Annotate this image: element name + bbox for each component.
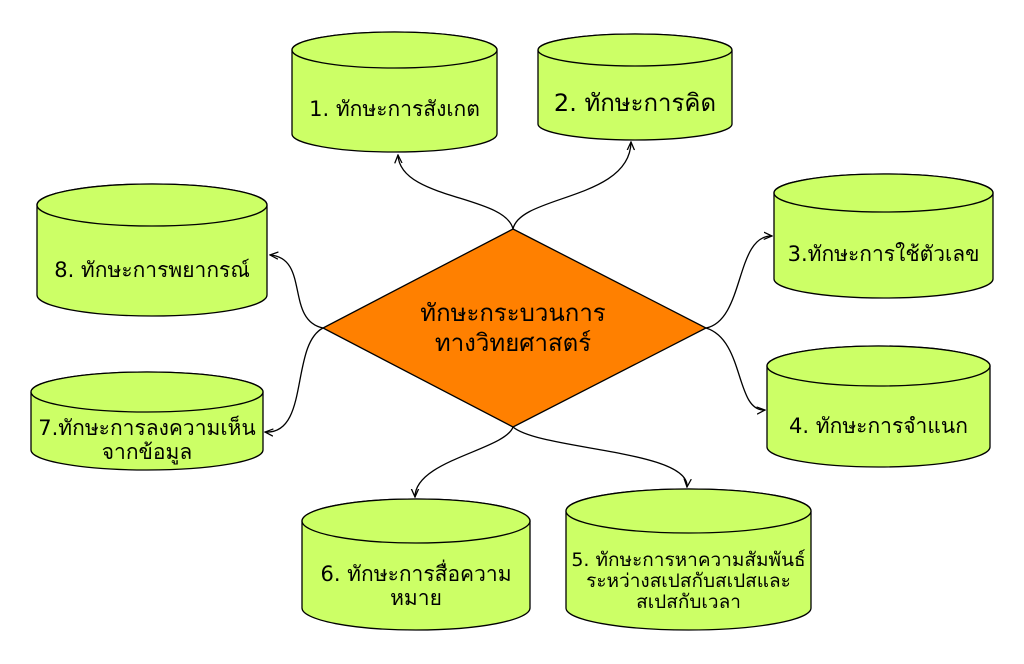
cylinder-node-1 xyxy=(291,31,498,153)
node-label-3: 3.ทักษะการใช้ตัวเลข xyxy=(774,212,993,298)
connector-group xyxy=(265,142,772,497)
cylinder-top xyxy=(301,498,531,544)
node-label-line: 2. ทักษะการคิด xyxy=(553,88,717,117)
arrow-connector-n6 xyxy=(415,426,514,497)
node-label-line: 1. ทักษะการสังเกต xyxy=(309,97,480,122)
node-label-4: 4. ทักษะการจำแนก xyxy=(767,386,990,467)
node-label-line: สเปสกับเวลา xyxy=(636,591,741,614)
cylinder-top xyxy=(30,371,264,413)
node-label-line: ระหว่างสเปสกับสเปสและ xyxy=(586,569,791,592)
center-label-line: ทักษะกระบวนการ xyxy=(420,299,606,327)
cylinder-top xyxy=(291,31,498,69)
node-label-line: หมาย xyxy=(390,585,442,610)
center-diamond xyxy=(321,228,708,428)
node-label-2: 2. ทักษะการคิด xyxy=(538,66,732,140)
cylinder-node-5 xyxy=(565,488,812,631)
node-label-6: 6. ทักษะการสื่อความหมาย xyxy=(302,543,530,630)
center-label-line: ทางวิทยศาสตร์ xyxy=(434,329,592,357)
cylinder-node-7 xyxy=(30,371,264,471)
cylinder-top xyxy=(36,183,268,227)
node-label-line: 3.ทักษะการใช้ตัวเลข xyxy=(787,242,980,267)
cylinder-node-3 xyxy=(773,173,994,299)
node-label-line: 5. ทักษะการหาความสัมพันธ์ xyxy=(571,548,806,571)
node-label-line: 4. ทักษะการจำแนก xyxy=(789,413,968,438)
node-label-line: 7.ทักษะการลงความเห็น xyxy=(38,416,256,441)
node-label-1: 1. ทักษะการสังเกต xyxy=(292,68,497,152)
cylinder-node-4 xyxy=(766,345,991,468)
arrow-connector-n7 xyxy=(265,327,324,432)
cylinder-top xyxy=(565,488,812,534)
node-label-7: 7.ทักษะการลงความเห็นจากข้อมูล xyxy=(31,412,263,470)
node-label-5: 5. ทักษะการหาความสัมพันธ์ระหว่างสเปสกับส… xyxy=(566,533,811,630)
cylinder-top xyxy=(766,345,991,387)
cylinder-node-6 xyxy=(301,498,531,631)
arrow-connector-n3 xyxy=(705,236,772,329)
node-label-line: 6. ทักษะการสื่อความ xyxy=(320,561,512,586)
node-label-8: 8. ทักษะการพยากรณ์ xyxy=(37,226,267,316)
arrow-connector-n4 xyxy=(705,327,765,410)
cylinder-node-2 xyxy=(537,33,733,141)
arrow-connector-n1 xyxy=(398,155,514,230)
arrow-connector-n8 xyxy=(270,255,324,329)
node-group xyxy=(30,31,994,631)
cylinder-node-8 xyxy=(36,183,268,317)
arrow-connector-n2 xyxy=(512,142,631,230)
cylinder-top xyxy=(773,173,994,213)
arrow-connector-n5 xyxy=(512,426,687,487)
node-label-line: จากข้อมูล xyxy=(101,440,193,464)
node-label-line: 8. ทักษะการพยากรณ์ xyxy=(54,258,250,283)
cylinder-top xyxy=(537,33,733,67)
center-label: ทักษะกระบวนการทางวิทยศาสตร์ xyxy=(380,288,646,368)
center-group xyxy=(321,228,708,428)
